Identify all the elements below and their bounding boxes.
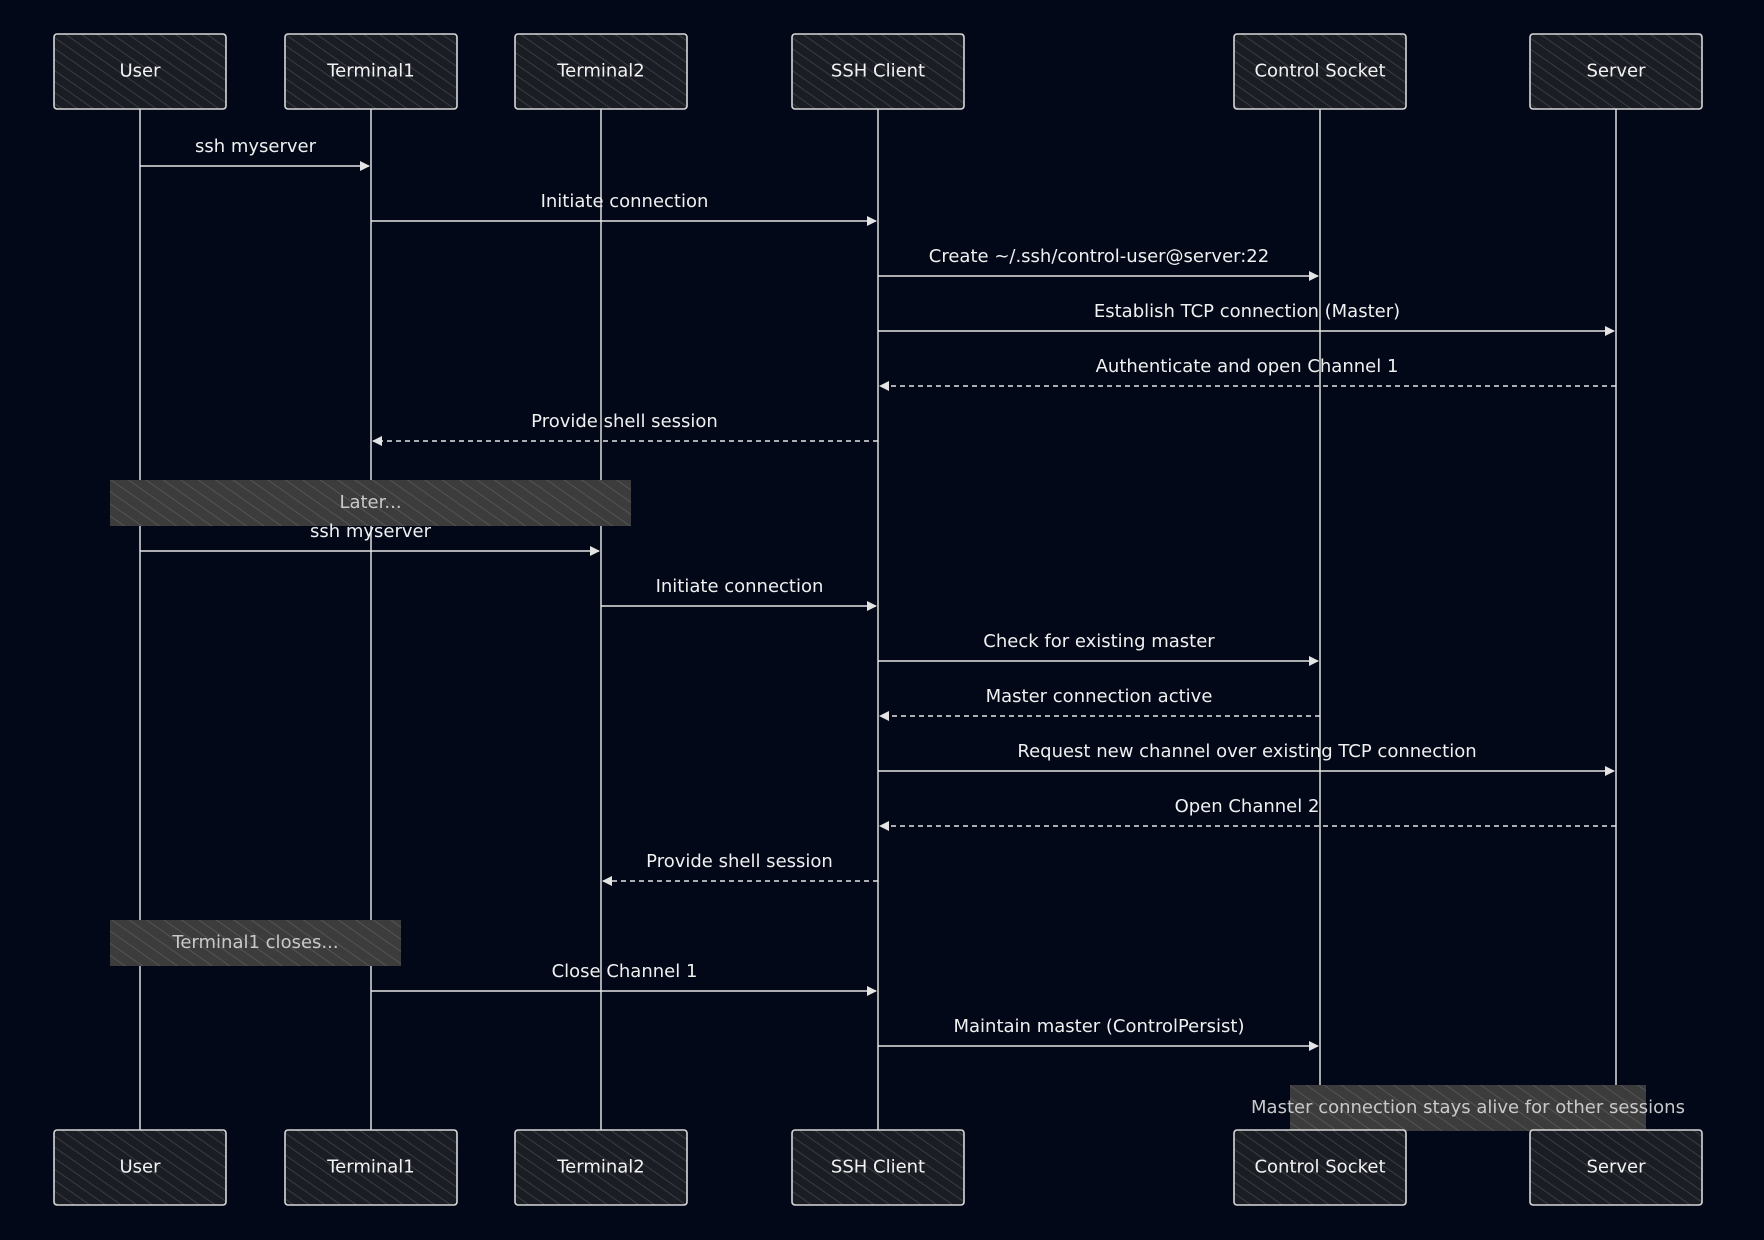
message-label: Authenticate and open Channel 1 xyxy=(1096,356,1399,377)
participant-box xyxy=(1233,33,1407,110)
participant-ssh-client-bottom: SSH Client xyxy=(791,1129,965,1206)
message-label: Initiate connection xyxy=(541,191,709,212)
participant-box xyxy=(1529,1129,1703,1206)
message-label: Open Channel 2 xyxy=(1175,796,1320,817)
message-initiate-connection: Initiate connection xyxy=(601,576,877,611)
participant-box xyxy=(791,1129,965,1206)
participant-label: SSH Client xyxy=(831,61,925,82)
participant-server-bottom: Server xyxy=(1529,1129,1703,1206)
message-authenticate-and-open-channel-1: Authenticate and open Channel 1 xyxy=(879,356,1616,391)
participant-label: Terminal2 xyxy=(556,1157,645,1178)
participant-control-socket-bottom: Control Socket xyxy=(1233,1129,1407,1206)
participant-label: Terminal1 xyxy=(326,61,415,82)
participant-label: Control Socket xyxy=(1254,61,1385,82)
participant-box xyxy=(1529,33,1703,110)
participant-label: SSH Client xyxy=(831,1157,925,1178)
message-label: Close Channel 1 xyxy=(552,961,698,982)
participant-box xyxy=(53,33,227,110)
participant-ssh-client-top: SSH Client xyxy=(791,33,965,110)
message-close-channel-1: Close Channel 1 xyxy=(371,961,877,996)
note-label: Later... xyxy=(339,492,401,513)
participant-box xyxy=(514,33,688,110)
note-master-connection-stays-alive-for-other-sessions: Master connection stays alive for other … xyxy=(1251,1085,1685,1131)
participant-terminal1-top: Terminal1 xyxy=(284,33,458,110)
message-master-connection-active: Master connection active xyxy=(879,686,1320,721)
message-label: Provide shell session xyxy=(646,851,833,872)
note-box xyxy=(1290,1085,1646,1131)
message-create-ssh-control-user-server-22: Create ~/.ssh/control-user@server:22 xyxy=(878,246,1319,281)
participant-terminal2-top: Terminal2 xyxy=(514,33,688,110)
note-box xyxy=(110,920,401,966)
message-label: Master connection active xyxy=(986,686,1213,707)
message-label: Maintain master (ControlPersist) xyxy=(954,1016,1245,1037)
note-later: Later... xyxy=(110,480,631,526)
message-request-new-channel-over-existing-tcp-connection: Request new channel over existing TCP co… xyxy=(878,741,1615,776)
note-label: Terminal1 closes... xyxy=(171,932,338,953)
message-label: Establish TCP connection (Master) xyxy=(1094,301,1400,322)
participant-label: Server xyxy=(1586,1157,1646,1178)
participant-label: User xyxy=(119,1157,161,1178)
participant-label: User xyxy=(119,61,161,82)
message-label: Create ~/.ssh/control-user@server:22 xyxy=(929,246,1269,267)
participant-user-top: User xyxy=(53,33,227,110)
participant-user-bottom: User xyxy=(53,1129,227,1206)
message-label: Provide shell session xyxy=(531,411,718,432)
message-label: Request new channel over existing TCP co… xyxy=(1017,741,1476,762)
note-terminal1-closes: Terminal1 closes... xyxy=(110,920,401,966)
message-initiate-connection: Initiate connection xyxy=(371,191,877,226)
participant-box xyxy=(1233,1129,1407,1206)
message-label: ssh myserver xyxy=(195,136,317,157)
message-label: Initiate connection xyxy=(656,576,824,597)
participant-label: Terminal2 xyxy=(556,61,645,82)
participant-label: Terminal1 xyxy=(326,1157,415,1178)
note-box xyxy=(110,480,631,526)
participant-box xyxy=(284,1129,458,1206)
message-ssh-myserver: ssh myserver xyxy=(140,136,370,171)
message-open-channel-2: Open Channel 2 xyxy=(879,796,1616,831)
participant-box xyxy=(53,1129,227,1206)
participant-terminal2-bottom: Terminal2 xyxy=(514,1129,688,1206)
message-provide-shell-session: Provide shell session xyxy=(602,851,878,886)
message-establish-tcp-connection-master: Establish TCP connection (Master) xyxy=(878,301,1615,336)
message-ssh-myserver: ssh myserver xyxy=(140,521,600,556)
note-label: Master connection stays alive for other … xyxy=(1251,1097,1685,1118)
participant-control-socket-top: Control Socket xyxy=(1233,33,1407,110)
participant-box xyxy=(791,33,965,110)
participant-label: Control Socket xyxy=(1254,1157,1385,1178)
participant-box xyxy=(514,1129,688,1206)
message-maintain-master-controlpersist: Maintain master (ControlPersist) xyxy=(878,1016,1319,1051)
message-provide-shell-session: Provide shell session xyxy=(372,411,878,446)
message-label: Check for existing master xyxy=(983,631,1215,652)
participant-box xyxy=(284,33,458,110)
message-check-for-existing-master: Check for existing master xyxy=(878,631,1319,666)
participant-label: Server xyxy=(1586,61,1646,82)
participant-terminal1-bottom: Terminal1 xyxy=(284,1129,458,1206)
message-label: ssh myserver xyxy=(310,521,432,542)
participant-server-top: Server xyxy=(1529,33,1703,110)
